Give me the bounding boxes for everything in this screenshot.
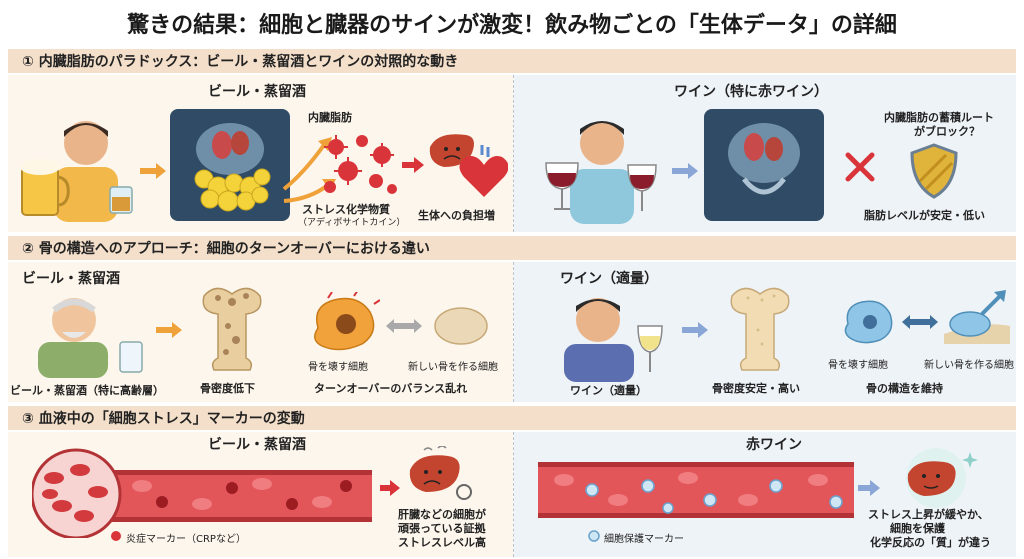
arrow-right-icon [682, 322, 708, 338]
section3-left-panel: ビール・蒸留酒 炎症マーカー（CRPなど） 肝臓などの細胞が 頑張っている証拠 [8, 432, 513, 557]
label-person-wine: ワイン（適量） [570, 384, 647, 397]
section3-header: ③ 血液中の「細胞ストレス」マーカーの変動 [8, 406, 1016, 430]
section1-right-title: ワイン（特に赤ワイン） [674, 84, 828, 100]
body-clean-icon [704, 109, 824, 221]
double-arrow-icon [902, 315, 938, 329]
label-organ-right-2: 細胞を保護 [890, 522, 945, 535]
label-visceral-fat: 内臓脂肪 [308, 111, 352, 124]
label-adipocytokine: （アディポサイトカイン） [298, 218, 406, 228]
section2-right-title: ワイン（適量） [560, 271, 658, 287]
block-x-icon [845, 152, 875, 182]
elderly-man-icon [38, 298, 143, 378]
section2-header: ② 骨の構造へのアプローチ：細胞のターンオーバーにおける違い [8, 236, 1016, 260]
label-organ-3: ストレスレベル高 [398, 536, 486, 549]
blue-osteoblast-cell-icon [944, 290, 1010, 344]
page-title: 驚きの結果：細胞と臓器のサインが激変！飲み物ごとの「生体データ」の詳細 [127, 13, 897, 38]
section3-left-title: ビール・蒸留酒 [208, 437, 306, 453]
section1-header: ① 内臓脂肪のパラドックス：ビール・蒸留酒とワインの対照的な動き [8, 49, 1016, 73]
label-organ-right-1: ストレス上昇が緩やか、 [868, 508, 989, 521]
label-route-1: 内臓脂肪の蓄積ルート [884, 111, 994, 124]
label-organ-right-3: 化学反応の「質」が違う [870, 536, 991, 549]
label-person-elderly: ビール・蒸留酒（特に高齢層） [10, 384, 164, 397]
label-bone-density-stable: 骨密度安定・高い [712, 382, 800, 395]
label-bone-making-cell-right: 新しい骨を作る細胞 [924, 360, 1014, 371]
arrow-right-icon [402, 157, 424, 173]
section3-right-panel: 赤ワイン 細胞保護マーカー ストレス上昇が緩やか、 細胞を保護 化学反応の「質」… [514, 432, 1016, 557]
label-bone-breaking-cell: 骨を壊す細胞 [308, 362, 368, 373]
section2-left-title: ビール・蒸留酒 [22, 271, 120, 287]
arrow-right-icon [140, 163, 166, 179]
arrow-right-icon [672, 163, 698, 179]
label-route-2: がブロック？ [914, 125, 980, 138]
double-arrow-icon [386, 319, 422, 333]
stressed-liver-icon [409, 446, 472, 500]
arrow-right-icon [858, 480, 880, 496]
dense-bone-icon [730, 287, 790, 371]
label-bone-breaking-cell-right: 骨を壊す細胞 [828, 360, 888, 371]
liver-heart-icon [429, 134, 508, 197]
label-inflammation-marker: 炎症マーカー（CRPなど） [126, 534, 246, 545]
section2-left-panel: ビール・蒸留酒 ビール・蒸留酒（特に高齢層） 骨密度低下 骨を壊す細胞 新しい骨… [8, 262, 513, 402]
osteoblast-cell-icon [434, 307, 488, 345]
protection-marker-icon [588, 530, 600, 542]
blood-vessel-protected-icon [538, 462, 854, 518]
label-stress-chemicals: ストレス化学物質 [302, 203, 390, 216]
person-wine-glass-icon [564, 298, 663, 382]
label-stable: 脂肪レベルが安定・低い [864, 209, 985, 222]
section1-left-panel: ビール・蒸留酒 内臓脂肪 [8, 75, 513, 232]
section3-right-title: 赤ワイン [746, 437, 802, 453]
label-protection-marker: 細胞保護マーカー [604, 534, 684, 545]
label-organ-2: 頑張っている証拠 [398, 522, 486, 535]
section1-right-panel: ワイン（特に赤ワイン） 内臓脂肪の蓄積ルート がブロック？ 脂肪レベルが安定・低… [514, 75, 1016, 232]
label-organ-1: 肝臓などの細胞が [398, 508, 486, 521]
body-visceral-fat-icon [170, 109, 290, 221]
label-bone-making-cell: 新しい骨を作る細胞 [408, 362, 498, 373]
label-turnover-imbalance: ターンオーバーのバランス乱れ [314, 382, 468, 395]
label-structure-maintained: 骨の構造を維持 [866, 382, 943, 395]
label-bone-density-low: 骨密度低下 [200, 382, 255, 395]
shield-icon [910, 143, 958, 199]
arrow-right-icon [156, 322, 182, 338]
section2-right-panel: ワイン（適量） ワイン（適量） 骨密度安定・高い 骨を壊す細胞 新しい骨を作る細… [514, 262, 1016, 402]
man-drinking-beer-icon [20, 121, 133, 222]
blood-vessel-inflamed-icon [32, 448, 372, 538]
osteoclast-cell-icon [314, 292, 380, 351]
porous-bone-icon [202, 287, 262, 371]
protected-liver-icon [906, 448, 978, 508]
section1-left-title: ビール・蒸留酒 [208, 84, 306, 100]
blue-osteoclast-cell-icon [844, 300, 893, 344]
person-drinking-wine-icon [545, 121, 657, 224]
label-burden: 生体への負担増 [418, 209, 495, 222]
inflammation-marker-icon [111, 531, 121, 541]
arrow-right-icon [380, 480, 400, 496]
stress-chemicals-icon [324, 135, 397, 194]
